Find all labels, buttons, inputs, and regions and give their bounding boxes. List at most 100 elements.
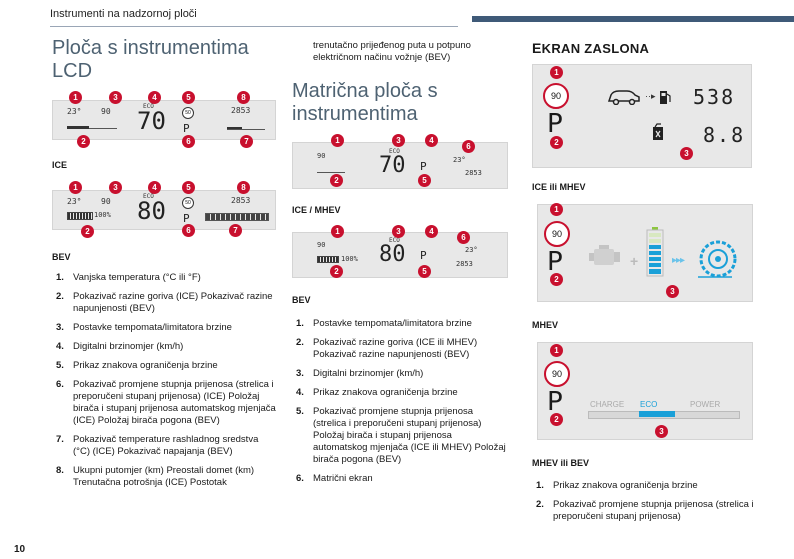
list-item: 4.Digitalni brzinomjer (km/h) bbox=[56, 341, 184, 352]
gear-indicator: P bbox=[183, 212, 190, 225]
fuel-consumption-icon bbox=[651, 123, 665, 146]
callout-6: 6 bbox=[457, 231, 470, 244]
list-item: 1.Vanjska temperatura (°C ili °F) bbox=[56, 272, 201, 283]
callout-5: 5 bbox=[182, 181, 195, 194]
list-item: 1.Postavke tempomata/limitatora brzine bbox=[296, 318, 472, 329]
gear-indicator: P bbox=[420, 249, 427, 262]
eco-label: ECO bbox=[389, 237, 400, 244]
callout-1: 1 bbox=[331, 134, 344, 147]
callout-3: 3 bbox=[392, 134, 405, 147]
section-heading-lcd: Ploča s instrumentima LCD bbox=[52, 37, 249, 82]
page-header-title: Instrumenti na nadzornoj ploči bbox=[50, 8, 197, 20]
plus-icon: + bbox=[630, 253, 639, 269]
fuel-pump-icon bbox=[659, 89, 671, 110]
list-item: 5.Pokazivač promjene stupnja prijenosa (… bbox=[296, 406, 506, 465]
temp-readout: 23° bbox=[453, 156, 466, 164]
arrow-icon: ··▸ bbox=[645, 91, 656, 101]
list-item: 2.Pokazivač razine goriva (ICE) Pokaziva… bbox=[56, 291, 273, 314]
panel-label-bev: BEV bbox=[292, 295, 311, 305]
callout-2: 2 bbox=[550, 413, 563, 426]
temp-readout: 23° bbox=[67, 197, 82, 206]
panel-label-mhev-bev: MHEV ili BEV bbox=[532, 458, 590, 468]
header-rule bbox=[50, 26, 458, 27]
wheel-icon bbox=[698, 239, 738, 284]
battery-gauge bbox=[317, 256, 339, 263]
callout-2: 2 bbox=[550, 136, 563, 149]
callout-4: 4 bbox=[148, 181, 161, 194]
callout-5: 5 bbox=[182, 91, 195, 104]
gear-indicator: P bbox=[547, 109, 563, 139]
temp-readout: 23° bbox=[465, 246, 478, 254]
screen-panel-mhev: 90 P + ▸▸▸ bbox=[537, 204, 753, 302]
callout-3: 3 bbox=[666, 285, 679, 298]
speed-limit-readout: 90 bbox=[101, 107, 111, 116]
panel-label-mhev: MHEV bbox=[532, 320, 559, 330]
eco-label: ECO bbox=[143, 103, 154, 110]
header-accent-bar bbox=[472, 16, 794, 22]
callout-2: 2 bbox=[81, 225, 94, 238]
digital-speed: 80 bbox=[137, 197, 166, 225]
consumption-readout: 8.8 bbox=[703, 123, 746, 147]
list-item: 7.Pokazivač temperature rashladnog sreds… bbox=[56, 434, 259, 457]
callout-4: 4 bbox=[425, 225, 438, 238]
power-label: POWER bbox=[690, 400, 721, 409]
list-item: 6.Matrični ekran bbox=[296, 473, 373, 484]
callout-6: 6 bbox=[182, 135, 195, 148]
matrix-panel-ice-mhev: 90 ECO 70 P 23° 2853 bbox=[292, 142, 508, 189]
callout-4: 4 bbox=[425, 134, 438, 147]
gear-indicator: P bbox=[547, 387, 563, 417]
odometer: 2853 bbox=[456, 260, 473, 268]
legend-list-screen: 1.Prikaz znakova ograničenja brzine 2.Po… bbox=[536, 480, 754, 530]
callout-3: 3 bbox=[655, 425, 668, 438]
panel-label-bev: BEV bbox=[52, 252, 71, 262]
legend-list-matrix: 1.Postavke tempomata/limitatora brzine 2… bbox=[296, 318, 508, 492]
fuel-gauge bbox=[317, 167, 345, 173]
lcd-panel-bev: 23° 90 100% ECO 80 50 P 2853 bbox=[52, 190, 276, 230]
list-item: 5.Prikaz znakova ograničenja brzine bbox=[56, 360, 218, 371]
battery-percent: 100% bbox=[341, 255, 358, 263]
callout-3: 3 bbox=[392, 225, 405, 238]
callout-5: 5 bbox=[418, 265, 431, 278]
callout-3: 3 bbox=[109, 91, 122, 104]
section-heading-matrix: Matrična ploča s instrumentima bbox=[292, 80, 438, 125]
callout-8: 8 bbox=[237, 181, 250, 194]
list-item: 2.Pokazivač razine goriva (ICE ili MHEV)… bbox=[296, 337, 478, 360]
callout-6: 6 bbox=[462, 140, 475, 153]
list-item: 8.Ukupni putomjer (km) Preostali domet (… bbox=[56, 465, 255, 488]
screen-panel-ice-mhev: 90 P ··▸ 538 8.8 bbox=[532, 64, 752, 168]
callout-1: 1 bbox=[550, 344, 563, 357]
callout-1: 1 bbox=[550, 203, 563, 216]
callout-8: 8 bbox=[237, 91, 250, 104]
callout-5: 5 bbox=[418, 174, 431, 187]
speed-limit-readout: 90 bbox=[101, 197, 111, 206]
digital-speed: 70 bbox=[379, 153, 406, 178]
flow-arrows-icon: ▸▸▸ bbox=[672, 255, 685, 266]
power-gauge bbox=[205, 213, 269, 221]
battery-icon bbox=[646, 227, 664, 282]
car-icon bbox=[607, 89, 643, 110]
gear-indicator: P bbox=[420, 160, 427, 173]
callout-1: 1 bbox=[69, 91, 82, 104]
page-number: 10 bbox=[14, 544, 26, 555]
eco-label: ECO bbox=[640, 400, 658, 409]
speed-limit-readout: 90 bbox=[317, 152, 326, 160]
speed-sign: 50 bbox=[182, 107, 194, 119]
callout-1: 1 bbox=[69, 181, 82, 194]
panel-label-ice-mhev: ICE / MHEV bbox=[292, 205, 341, 215]
speed-sign: 50 bbox=[182, 197, 194, 209]
legend-list-lcd: 1.Vanjska temperatura (°C ili °F) 2.Poka… bbox=[56, 272, 276, 496]
callout-2: 2 bbox=[330, 174, 343, 187]
callout-6: 6 bbox=[182, 224, 195, 237]
odometer: 2853 bbox=[465, 169, 482, 177]
callout-3: 3 bbox=[680, 147, 693, 160]
callout-2: 2 bbox=[330, 265, 343, 278]
panel-label-ice: ICE bbox=[52, 160, 68, 170]
battery-gauge bbox=[67, 212, 93, 220]
panel-label-ice-mhev: ICE ili MHEV bbox=[532, 182, 586, 192]
list-item: 4.Prikaz znakova ograničenja brzine bbox=[296, 387, 458, 398]
battery-percent: 100% bbox=[94, 211, 111, 219]
odometer: 2853 bbox=[231, 106, 251, 115]
callout-7: 7 bbox=[240, 135, 253, 148]
speed-limit-readout: 90 bbox=[317, 241, 326, 249]
odometer: 2853 bbox=[231, 196, 251, 205]
